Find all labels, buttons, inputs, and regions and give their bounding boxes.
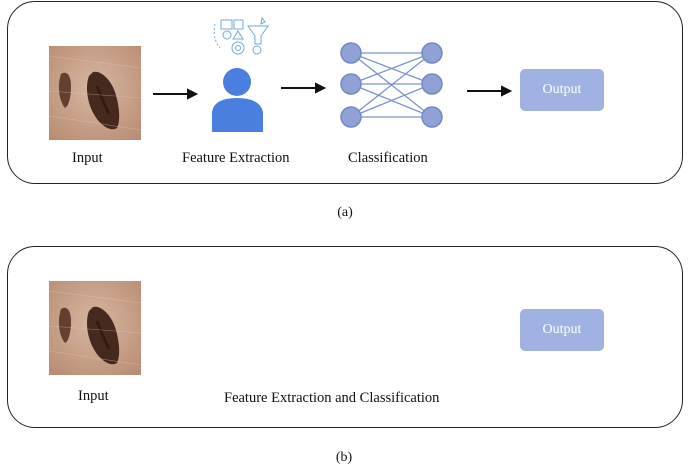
caption-b: (b)	[335, 450, 353, 465]
feature-extraction-label: Feature Extraction	[182, 150, 290, 166]
input-skin-image-b	[49, 281, 141, 375]
arrow-classification-to-output	[467, 85, 513, 97]
network-a-node-l0-r0	[340, 42, 362, 64]
network-a-edge	[350, 52, 433, 118]
input-label-a: Input	[72, 150, 103, 166]
output-box-b: Output	[520, 309, 604, 351]
caption-a: (a)	[337, 205, 353, 220]
arrow-feature-to-classification	[281, 82, 327, 94]
arrow-input-to-feature	[153, 88, 199, 100]
network-a-node-l0-r1	[340, 73, 362, 95]
output-box-a: Output	[520, 69, 604, 111]
feature-extraction-icon	[212, 16, 269, 132]
network-a-node-l0-r2	[340, 106, 362, 128]
network-a-node-l1-r1	[421, 73, 443, 95]
input-label-b: Input	[78, 388, 109, 404]
network-a-node-l1-r0	[421, 42, 443, 64]
network-a-edge	[350, 52, 433, 85]
feature-extraction-and-classification-label: Feature Extraction and Classification	[224, 390, 440, 406]
classification-label: Classification	[348, 150, 428, 166]
network-a-edge	[350, 83, 433, 118]
input-skin-image-a	[49, 46, 141, 140]
network-a-node-l1-r2	[421, 106, 443, 128]
classification-network-a	[340, 42, 443, 128]
